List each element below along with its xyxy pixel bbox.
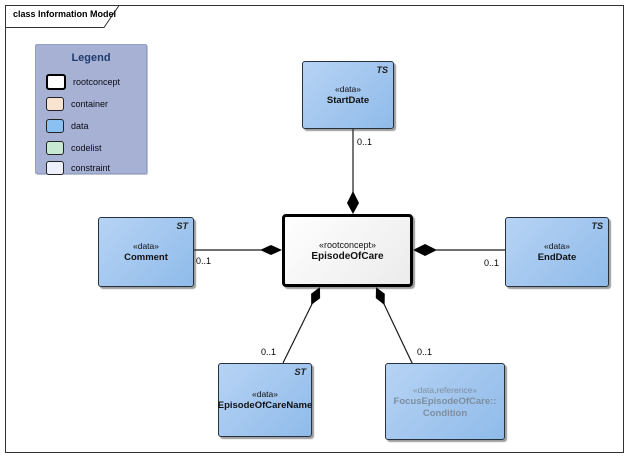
diagram-frame (5, 5, 624, 453)
class-name: EpisodeOfCare (311, 250, 384, 262)
composition-diamond-icon (413, 244, 437, 256)
multiplicity-label-condition: 0..1 (417, 347, 433, 357)
stereotype: «data» (252, 389, 278, 399)
class-name: Comment (124, 252, 168, 263)
class-node-episodeofcarename[interactable]: ST «data» EpisodeOfCareName (218, 363, 312, 437)
type-label: ST (294, 367, 306, 377)
composition-diamond-icon (347, 191, 359, 214)
type-label: TS (376, 65, 388, 75)
composition-diamond-icon (311, 287, 321, 305)
class-name: StartDate (326, 95, 370, 106)
connector-enddate (413, 244, 505, 256)
legend-item-constraint: constraint (46, 161, 110, 175)
connector-condition (375, 287, 414, 366)
multiplicity-label-comment: 0..1 (196, 256, 212, 266)
rootconcept-swatch-icon (46, 74, 66, 90)
stereotype: «rootconcept» (318, 239, 377, 250)
stereotype: «data» (133, 241, 159, 251)
class-name: EpisodeOfCareName (217, 400, 313, 411)
legend-item-label: container (71, 99, 109, 109)
class-node-focusepisodeofcare-condition[interactable]: «data,reference» FocusEpisodeOfCare:: Co… (385, 363, 505, 440)
connector-episodeofcarename (282, 287, 321, 364)
legend-item-label: rootconcept (73, 77, 121, 87)
type-label: ST (176, 221, 188, 231)
stereotype: «data» (544, 241, 570, 251)
legend-item-label: codelist (71, 143, 102, 153)
class-node-comment[interactable]: ST «data» Comment (98, 217, 194, 287)
class-name: EndDate (537, 252, 577, 263)
diagram-title: class Information Model (13, 9, 117, 19)
container-swatch-icon (46, 97, 64, 111)
legend-item-codelist: codelist (46, 141, 102, 155)
multiplicity-label-startdate: 0..1 (357, 137, 373, 147)
connector-startdate (347, 127, 359, 214)
stereotype: «data,reference» (412, 384, 478, 395)
legend-item-rootconcept: rootconcept (46, 74, 121, 90)
class-node-startdate[interactable]: TS «data» StartDate (302, 61, 394, 129)
type-label: TS (591, 221, 603, 231)
class-name: FocusEpisodeOfCare:: (393, 395, 497, 407)
data-swatch-icon (46, 119, 64, 133)
constraint-swatch-icon (46, 161, 64, 175)
legend-item-container: container (46, 97, 108, 111)
codelist-swatch-icon (46, 141, 64, 155)
class-node-enddate[interactable]: TS «data» EndDate (505, 217, 609, 287)
composition-diamond-icon (260, 245, 282, 255)
legend-item-label: constraint (71, 163, 111, 173)
multiplicity-label-episodeofcarename: 0..1 (261, 347, 277, 357)
class-node-episodeofcare[interactable]: «rootconcept» EpisodeOfCare (282, 214, 413, 287)
legend-title: Legend (71, 52, 111, 64)
diagram-title-tab-shape (5, 5, 120, 28)
connector-comment (192, 245, 282, 255)
composition-diamond-icon (375, 287, 385, 306)
legend-item-data: data (46, 119, 89, 133)
legend: Legend rootconcept container data codeli… (35, 44, 147, 175)
legend-item-label: data (71, 121, 89, 131)
multiplicity-label-enddate: 0..1 (484, 258, 500, 268)
stereotype: «data» (335, 84, 361, 94)
class-name: Condition (422, 407, 468, 419)
